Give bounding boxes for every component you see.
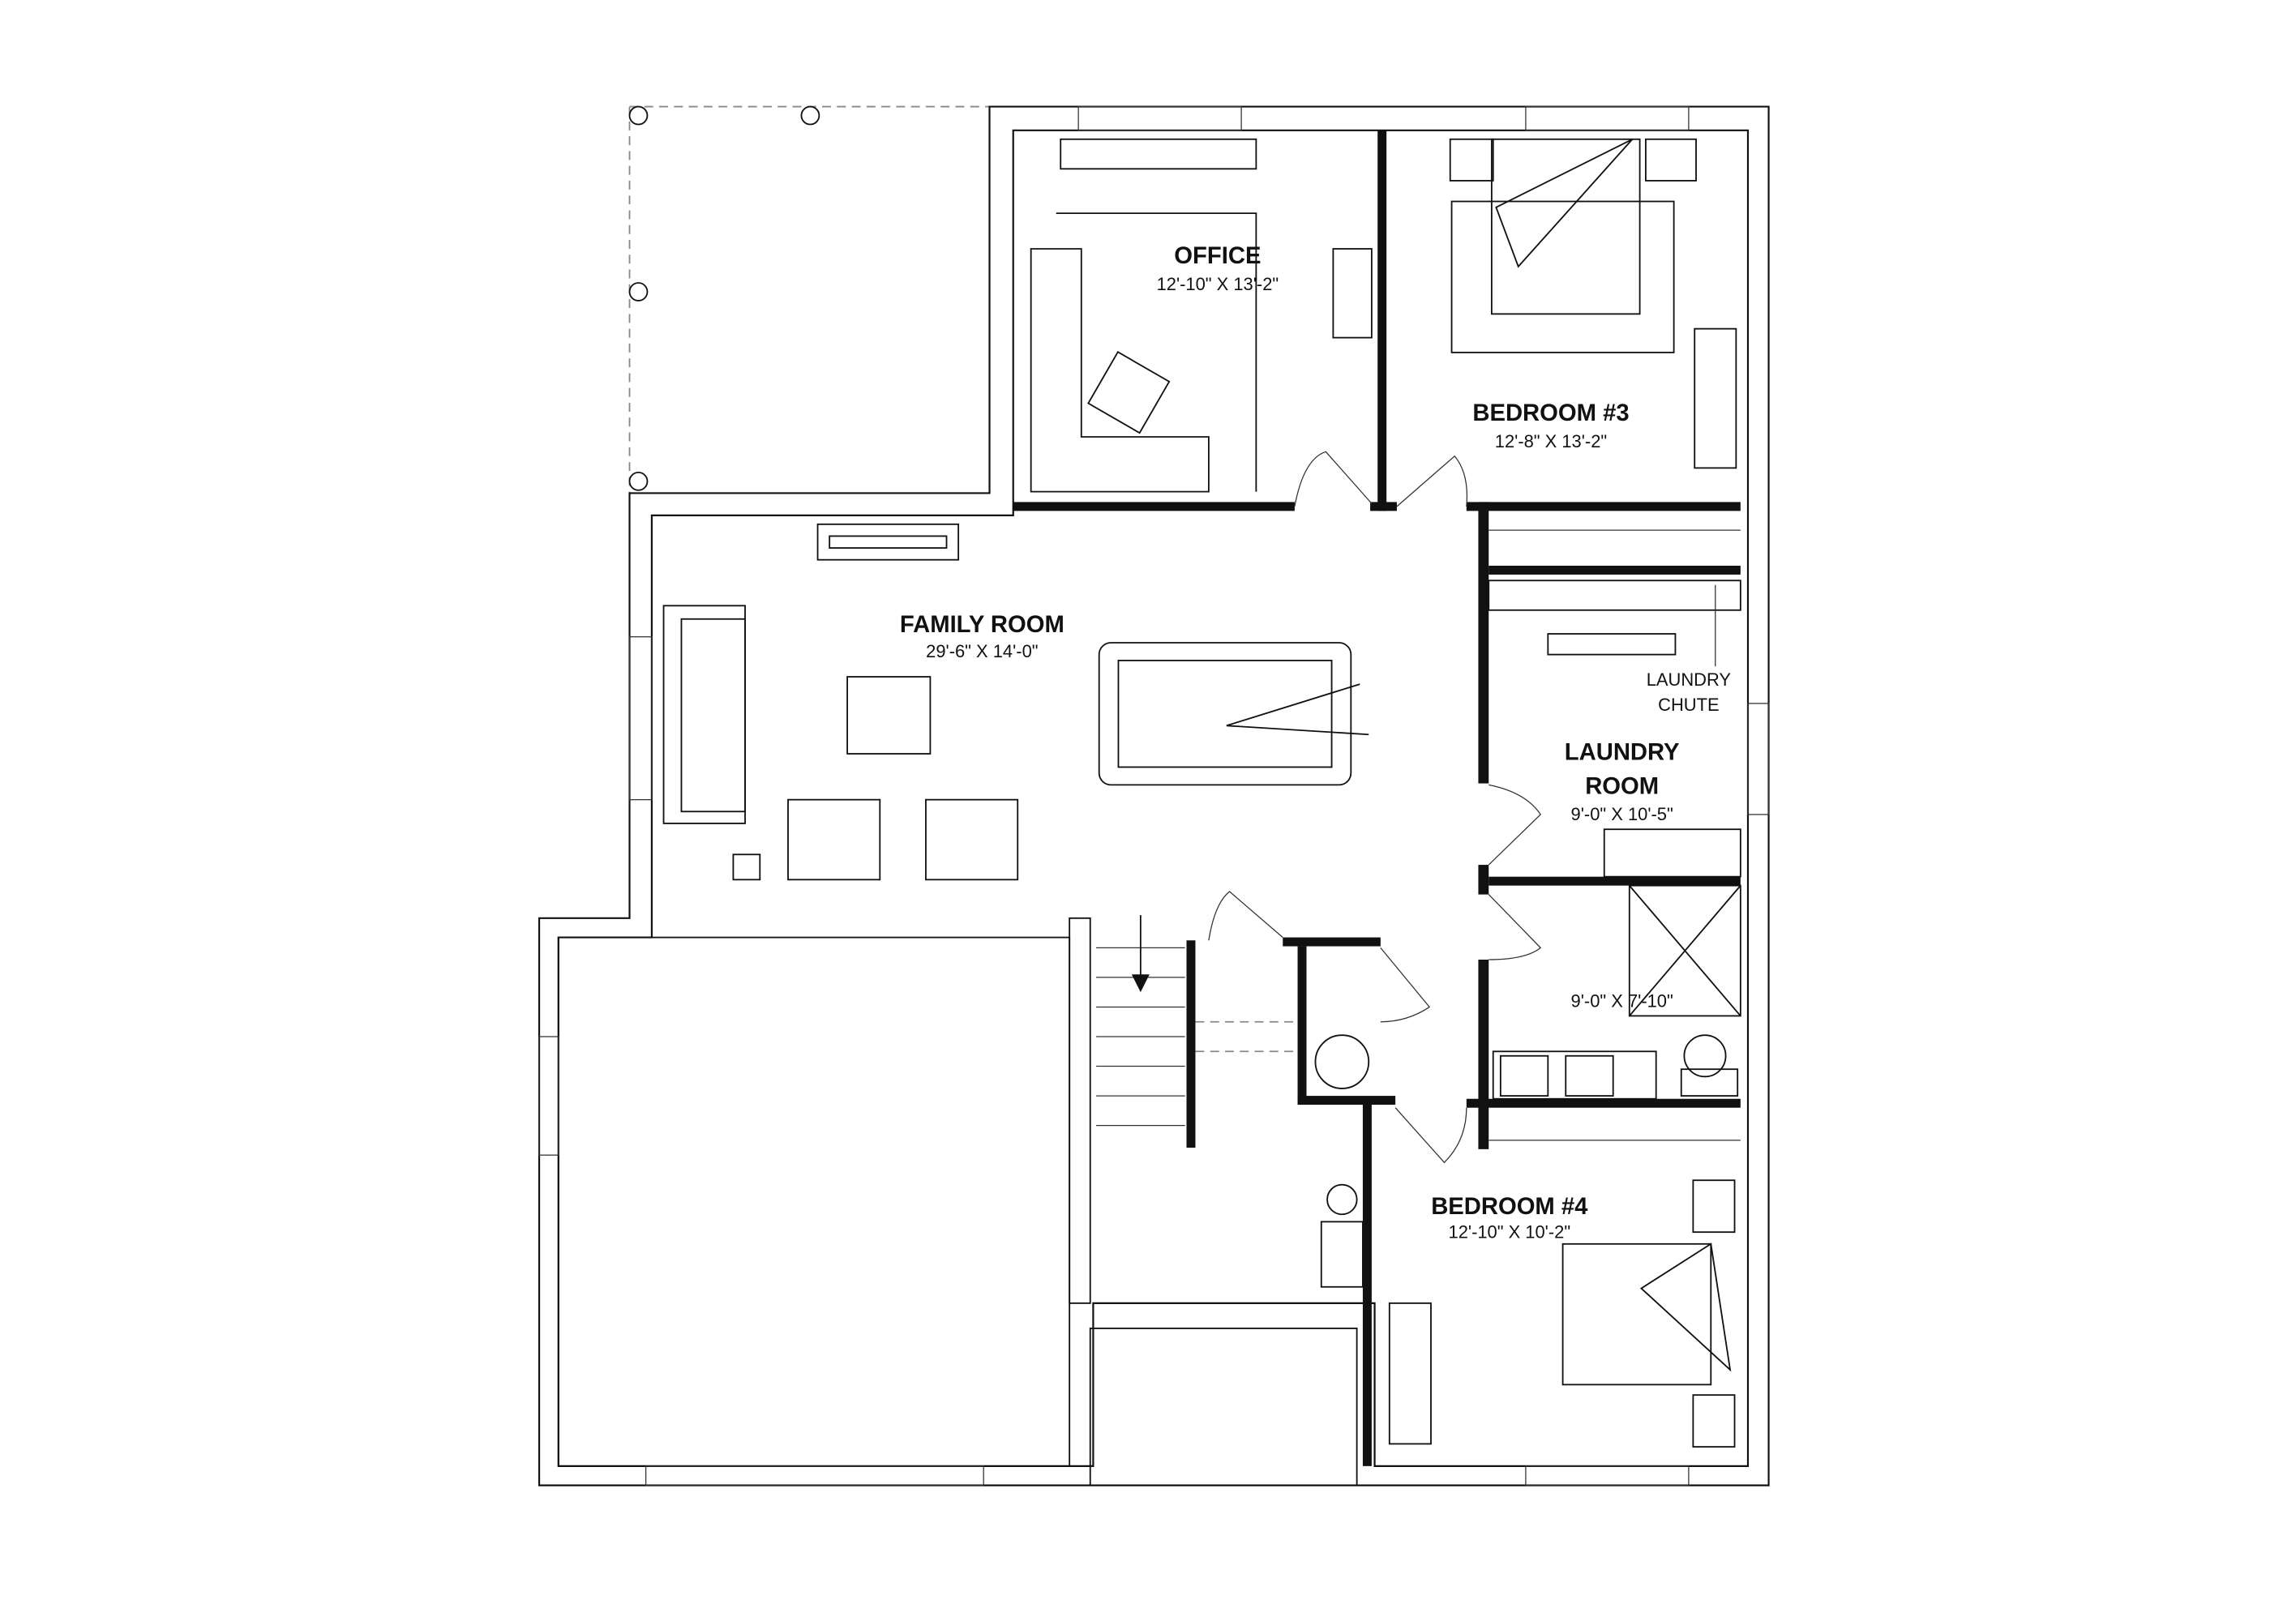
family-room-size: 29'-6" X 14'-0" <box>926 641 1038 661</box>
laundry-room-label-1: LAUNDRY <box>1565 739 1680 765</box>
doors <box>1208 451 1542 1164</box>
laundry-room-label-2: ROOM <box>1585 773 1659 799</box>
laundry-chute-label-2: CHUTE <box>1658 695 1719 715</box>
laundry-chute-label-1: LAUNDRY <box>1647 669 1732 690</box>
exterior-walls <box>538 105 1770 1486</box>
interior-walls <box>1013 130 1741 1466</box>
bedroom4-label: BEDROOM #4 <box>1431 1194 1588 1220</box>
family-room-label: FAMILY ROOM <box>900 612 1064 638</box>
bathroom-size: 9'-0" X 7'-10" <box>1571 990 1673 1011</box>
office-size: 12'-10" X 13'-2" <box>1157 274 1279 294</box>
office-label: OFFICE <box>1174 243 1261 269</box>
bedroom3-label: BEDROOM #3 <box>1472 400 1629 426</box>
laundry-room-size: 9'-0" X 10'-5" <box>1571 804 1673 824</box>
bedroom4-size: 12'-10" X 10'-2" <box>1449 1221 1571 1242</box>
bedroom3-size: 12'-8" X 13'-2" <box>1495 431 1607 451</box>
furniture <box>662 138 1741 1448</box>
patio <box>628 105 990 494</box>
